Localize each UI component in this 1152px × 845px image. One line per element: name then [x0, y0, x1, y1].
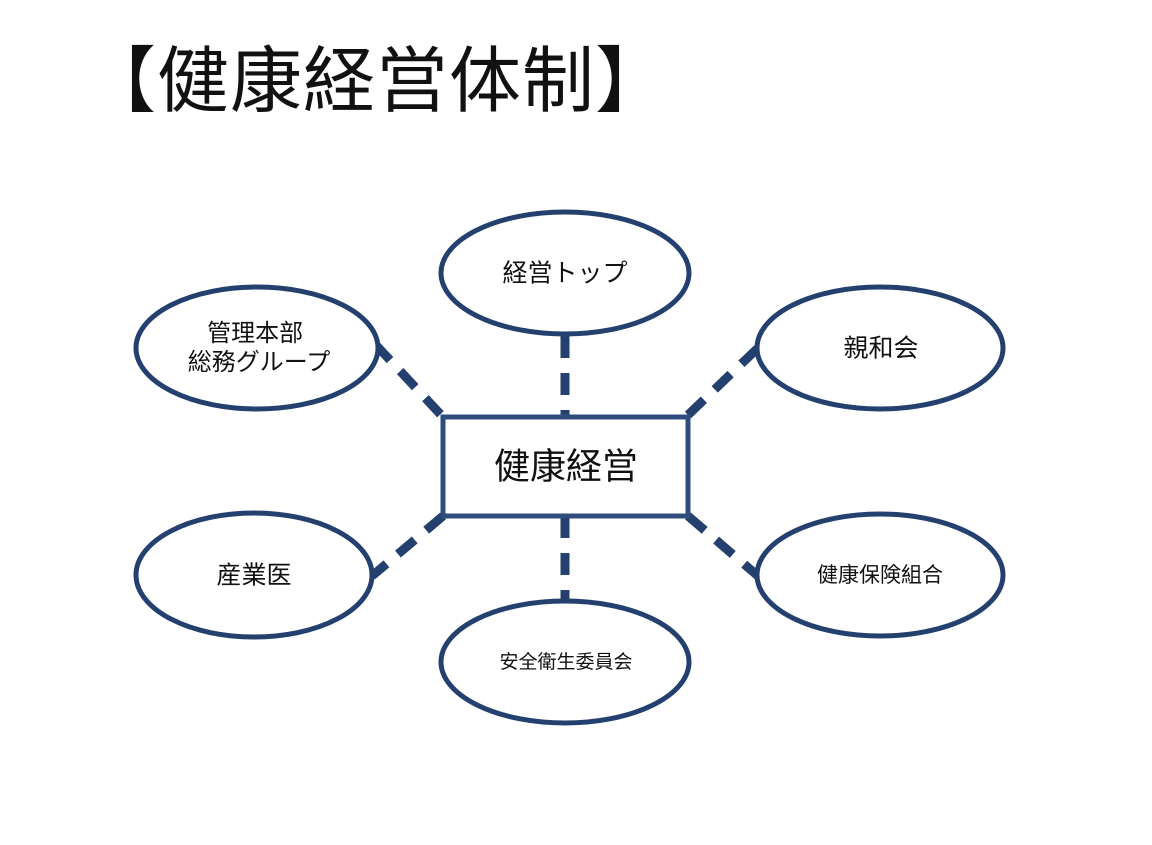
node-top-label: 経営トップ — [502, 259, 627, 288]
page-title: 【健康経営体制】 — [84, 39, 669, 123]
node-bottom-label: 安全衛生委員会 — [499, 651, 632, 673]
node-top-right — [754, 284, 1006, 412]
node-top-left-label: 管理本部 総務グループ — [188, 319, 331, 376]
center-label: 健康経営 — [494, 447, 638, 488]
node-top-left-label-line-1: 管理本部 — [207, 319, 303, 347]
node-bottom-left-label: 産業医 — [216, 561, 291, 590]
node-bottom — [438, 598, 692, 726]
center-box — [440, 414, 691, 519]
node-top — [438, 209, 692, 337]
node-bottom-right — [754, 511, 1006, 639]
node-top-left-label-line-2: 総務グループ — [188, 348, 331, 376]
connector-bottom-left — [369, 512, 446, 580]
node-top-left — [133, 284, 381, 412]
connector-bottom-right — [685, 512, 761, 580]
node-top-right-label: 親和会 — [843, 334, 918, 363]
node-bottom-right-label: 健康保険組合 — [817, 563, 943, 587]
node-bottom-left — [133, 510, 375, 640]
connector-top-left — [371, 340, 447, 421]
connector-top-right — [684, 342, 764, 419]
